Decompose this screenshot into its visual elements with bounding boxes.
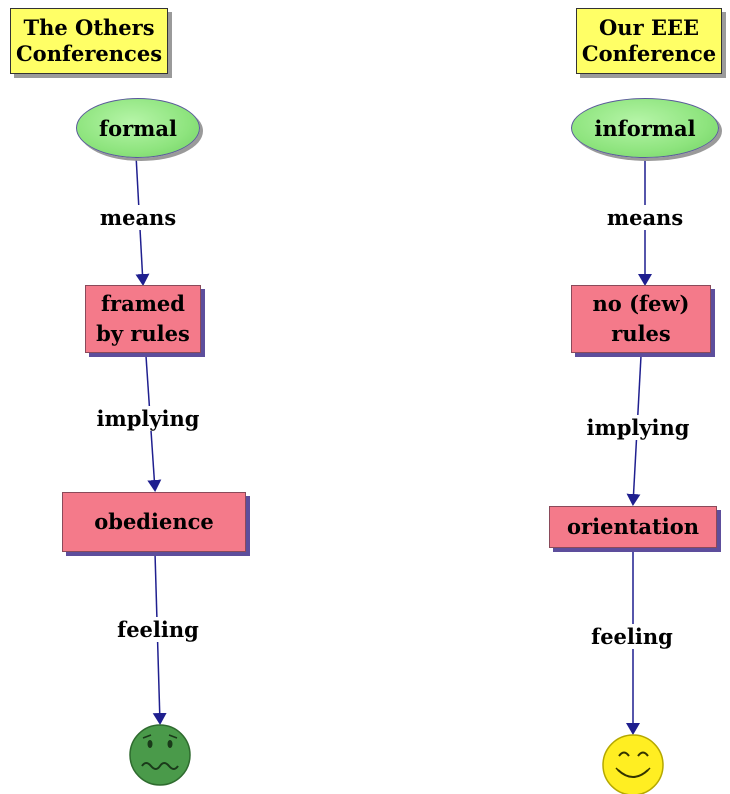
right-title-box: Our EEE Conference (576, 8, 722, 74)
right-link-means: means (602, 205, 688, 230)
right-node-rules-line2: rules (611, 321, 671, 346)
right-node-informal-label: informal (594, 115, 696, 141)
right-node-informal: informal (571, 98, 719, 158)
smiley-face-icon (602, 734, 664, 794)
left-node-framed-line2: by rules (96, 321, 190, 346)
left-link-feeling: feeling (113, 617, 203, 642)
right-node-orientation-label: orientation (567, 514, 699, 539)
left-node-obedience: obedience (62, 492, 246, 552)
left-node-framed-line1: framed (101, 291, 185, 316)
left-node-formal: formal (76, 98, 200, 158)
right-link-feeling: feeling (587, 624, 677, 649)
left-link-means: means (95, 205, 181, 230)
sad-face-icon (129, 724, 191, 786)
right-node-orientation: orientation (549, 506, 717, 548)
left-node-framed-by-rules: framed by rules (85, 285, 201, 353)
right-node-no-few-rules: no (few) rules (571, 285, 711, 353)
right-node-rules-line1: no (few) (592, 291, 690, 316)
left-title-line1: The Others (23, 15, 155, 40)
left-title-line2: Conferences (15, 41, 163, 66)
left-title-box: The Others Conferences (10, 8, 168, 74)
left-link-implying: implying (92, 406, 204, 431)
right-title-line1: Our EEE (599, 15, 699, 40)
left-node-obedience-label: obedience (94, 509, 214, 534)
right-title-line2: Conference (581, 41, 717, 66)
right-link-implying: implying (582, 415, 694, 440)
left-node-formal-label: formal (99, 115, 177, 141)
